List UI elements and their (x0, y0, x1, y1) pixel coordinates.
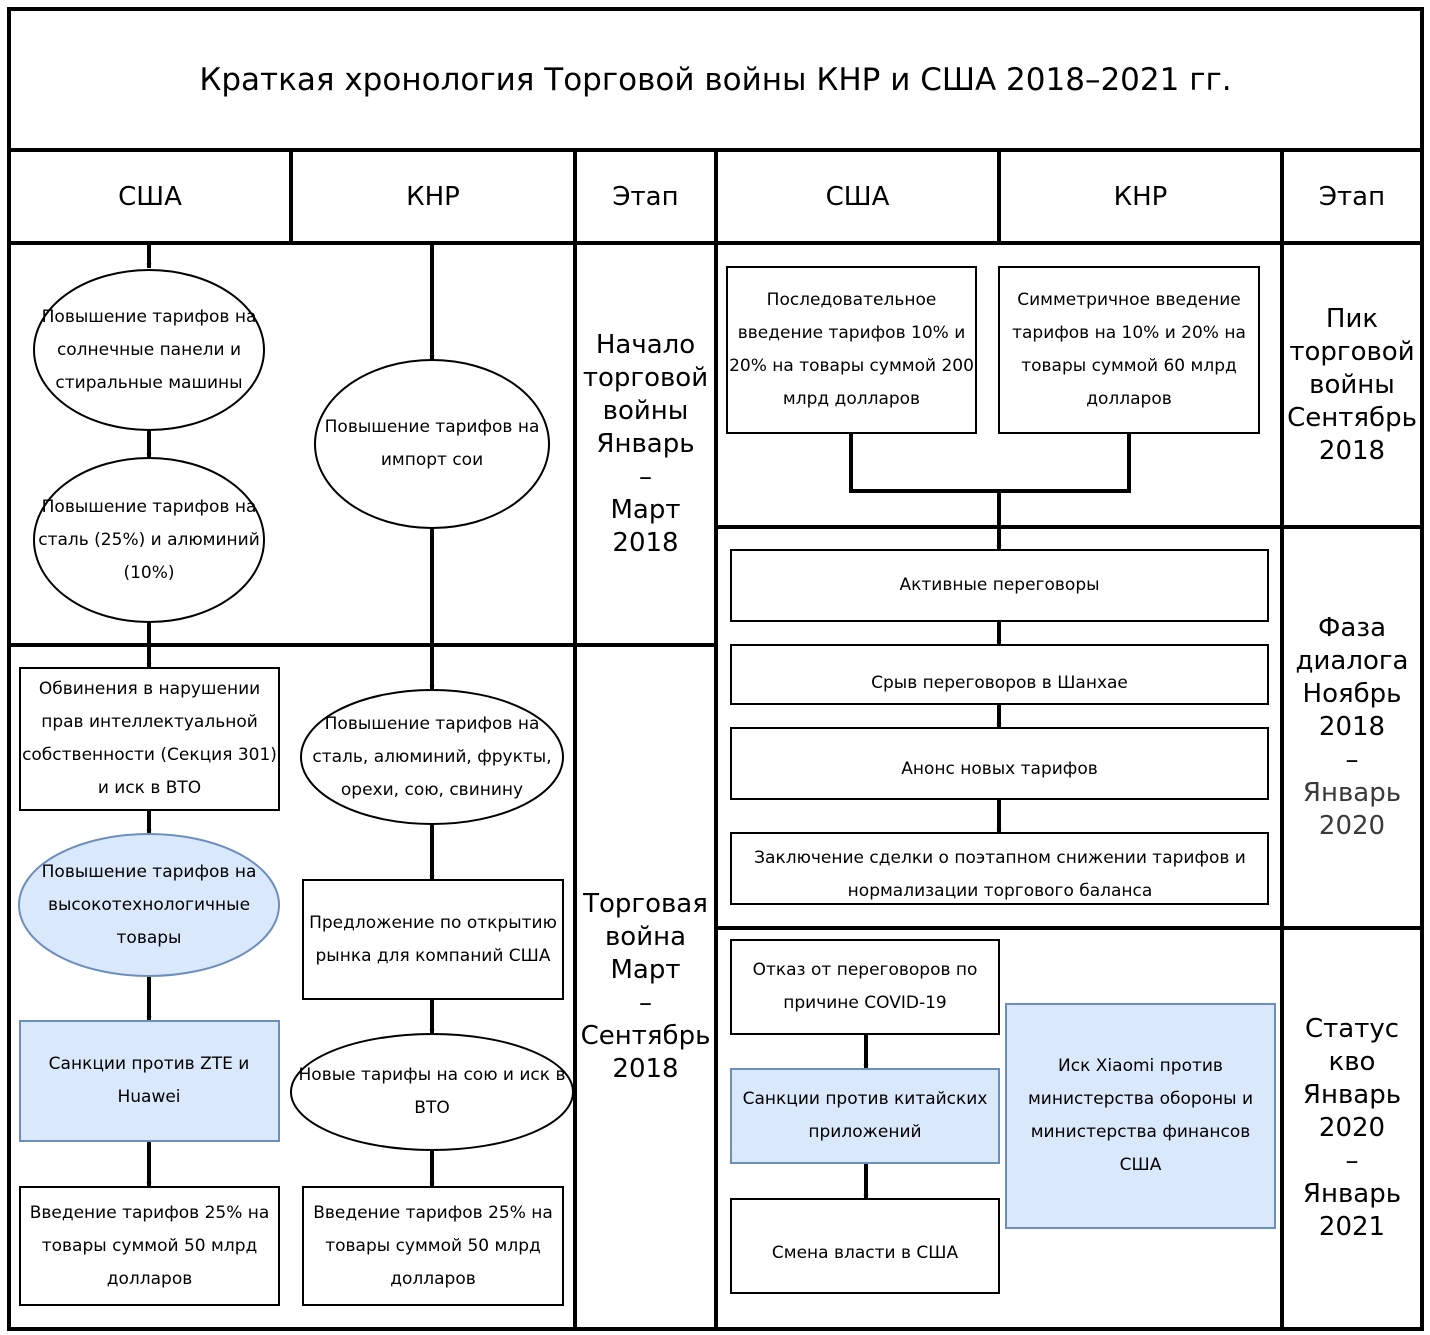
stage-dialogue-line: 2020 (1318, 811, 1386, 841)
node-usa-solar: Повышение тарифов на солнечные панели и … (41, 306, 257, 393)
node-shape-usa-ip (19, 667, 280, 811)
stage-peak-line: войны (1309, 369, 1395, 400)
node-usa-tariffs25: Введение тарифов 25% на товары суммой 50… (29, 1202, 270, 1289)
header-prc-right: КНР (1113, 181, 1168, 212)
node-prc-60: Симметричное введение тарифов на 10% и 2… (1012, 290, 1246, 409)
stage-dialogue-line: Январь (1302, 778, 1402, 808)
node-xiaomi: Иск Xiaomi против министерства обороны и… (1027, 1056, 1254, 1175)
stage-dialogue-line: диалога (1295, 646, 1409, 676)
node-shape-usa-tariffs25 (19, 1186, 280, 1306)
stage-dialogue-line: 2018 (1318, 712, 1386, 742)
table-grid (7, 7, 1424, 1331)
stage-status-quo-line: 2020 (1318, 1113, 1386, 1143)
node-shape-covid (730, 939, 1000, 1035)
node-shape-talks-active (730, 549, 1269, 622)
stage-status-quo-line: Январь (1302, 1080, 1402, 1110)
node-shape-prc-new-soy (290, 1033, 574, 1151)
node-talks-failed: Срыв переговоров в Шанхае (871, 672, 1128, 693)
stage-start: Начало торговой войны Январь – Март 2018 (577, 245, 714, 643)
node-apps-sanctions: Санкции против китайских приложений (742, 1089, 988, 1142)
stage-war-line: Сентябрь (580, 1021, 711, 1051)
node-shape-usa-200 (726, 266, 977, 434)
stage-war-line: – (639, 988, 652, 1018)
stage-status-quo-line: – (1345, 1146, 1359, 1176)
page-title: Краткая хронология Торговой войны КНР и … (199, 61, 1232, 98)
stage-war: Торговая война Март – Сентябрь 2018 (577, 647, 714, 1327)
node-deal: Заключение сделки о поэтапном снижении т… (754, 848, 1246, 901)
node-shape-usa-solar (33, 269, 265, 431)
node-shape-prc-steel-fruit (300, 689, 564, 825)
stage-dialogue-line: Ноябрь (1302, 679, 1402, 709)
header-prc-left: КНР (406, 181, 460, 212)
node-shape-deal (730, 832, 1269, 905)
stage-peak-line: Пик (1325, 303, 1379, 334)
node-prc-new-soy: Новые тарифы на сою и иск в ВТО (298, 1065, 566, 1118)
node-shape-usa-steel (33, 457, 265, 623)
node-prc-tariffs25: Введение тарифов 25% на товары суммой 50… (313, 1202, 553, 1289)
node-shape-talks-failed (730, 644, 1269, 705)
header-usa-left: США (118, 181, 182, 212)
connectors (146, 243, 1131, 1200)
stage-start-line: 2018 (612, 527, 679, 558)
header-usa-right: США (825, 181, 890, 212)
stage-start-line: войны (602, 395, 689, 426)
stage-dialogue-line: Фаза (1317, 613, 1387, 643)
node-prc-open-market: Предложение по открытию рынка для компан… (309, 912, 557, 966)
stage-war-line: Торговая (583, 889, 708, 919)
node-shape-prc-tariffs25 (302, 1186, 564, 1306)
stage-status-quo-line: Январь (1302, 1179, 1402, 1209)
node-shape-usa-hightech (18, 833, 280, 977)
node-new-tariffs: Анонс новых тарифов (901, 758, 1098, 779)
stage-peak-line: Сентябрь (1287, 402, 1417, 433)
stage-start-line: торговой (582, 362, 709, 393)
node-shape-prc-open-market (302, 879, 564, 1000)
stage-status-quo: Статус кво Январь 2020 – Январь 2021 (1284, 930, 1420, 1327)
stage-peak-line: торговой (1289, 336, 1415, 367)
stage-start-line: Январь (596, 428, 695, 459)
stage-war-line: Март (610, 955, 681, 985)
node-shape-usa-sanctions-zte (19, 1020, 280, 1142)
header-stage-left: Этап (612, 181, 679, 212)
stage-war-line: война (604, 922, 687, 952)
node-covid: Отказ от переговоров по причине COVID-19 (752, 960, 978, 1013)
node-usa-steel: Повышение тарифов на сталь (25%) и алюми… (38, 496, 260, 583)
stage-start-line: – (639, 461, 652, 492)
node-shape-prc-60 (998, 266, 1260, 434)
node-shape-apps-sanctions (730, 1068, 1000, 1164)
node-usa-ip: Обвинения в нарушении прав интеллектуаль… (22, 679, 277, 798)
stage-peak-line: 2018 (1318, 435, 1386, 466)
node-usa-sanctions-zte: Санкции против ZTE и Huawei (48, 1054, 250, 1107)
node-prc-steel-fruit: Повышение тарифов на сталь, алюминий, фр… (312, 713, 552, 800)
node-shape-xiaomi (1005, 1003, 1276, 1229)
node-usa-200: Последовательное введение тарифов 10% и … (729, 290, 974, 409)
stage-status-quo-line: 2021 (1318, 1212, 1386, 1242)
node-power-change: Смена власти в США (771, 1242, 959, 1263)
node-shape-new-tariffs (730, 727, 1269, 800)
node-shape-prc-soy (314, 359, 550, 529)
stage-status-quo-line: Статус (1304, 1014, 1400, 1044)
node-prc-soy: Повышение тарифов на импорт сои (324, 417, 540, 470)
stage-dialogue-line: – (1345, 745, 1359, 775)
header-stage-right: Этап (1318, 181, 1386, 212)
stage-status-quo-line: кво (1328, 1047, 1376, 1077)
stage-start-line: Начало (595, 329, 696, 360)
stage-start-line: Март (610, 494, 681, 525)
stage-peak: Пик торговой войны Сентябрь 2018 (1284, 245, 1420, 525)
node-shape-power-change (730, 1198, 1000, 1294)
node-talks-active: Активные переговоры (899, 575, 1100, 595)
stage-war-line: 2018 (612, 1054, 679, 1084)
node-usa-hightech: Повышение тарифов на высокотехнологичные… (41, 861, 257, 948)
merge-line-200-60 (849, 433, 1131, 493)
stage-dialogue: Фаза диалога Ноябрь 2018 – Январь 2020 (1284, 529, 1420, 926)
